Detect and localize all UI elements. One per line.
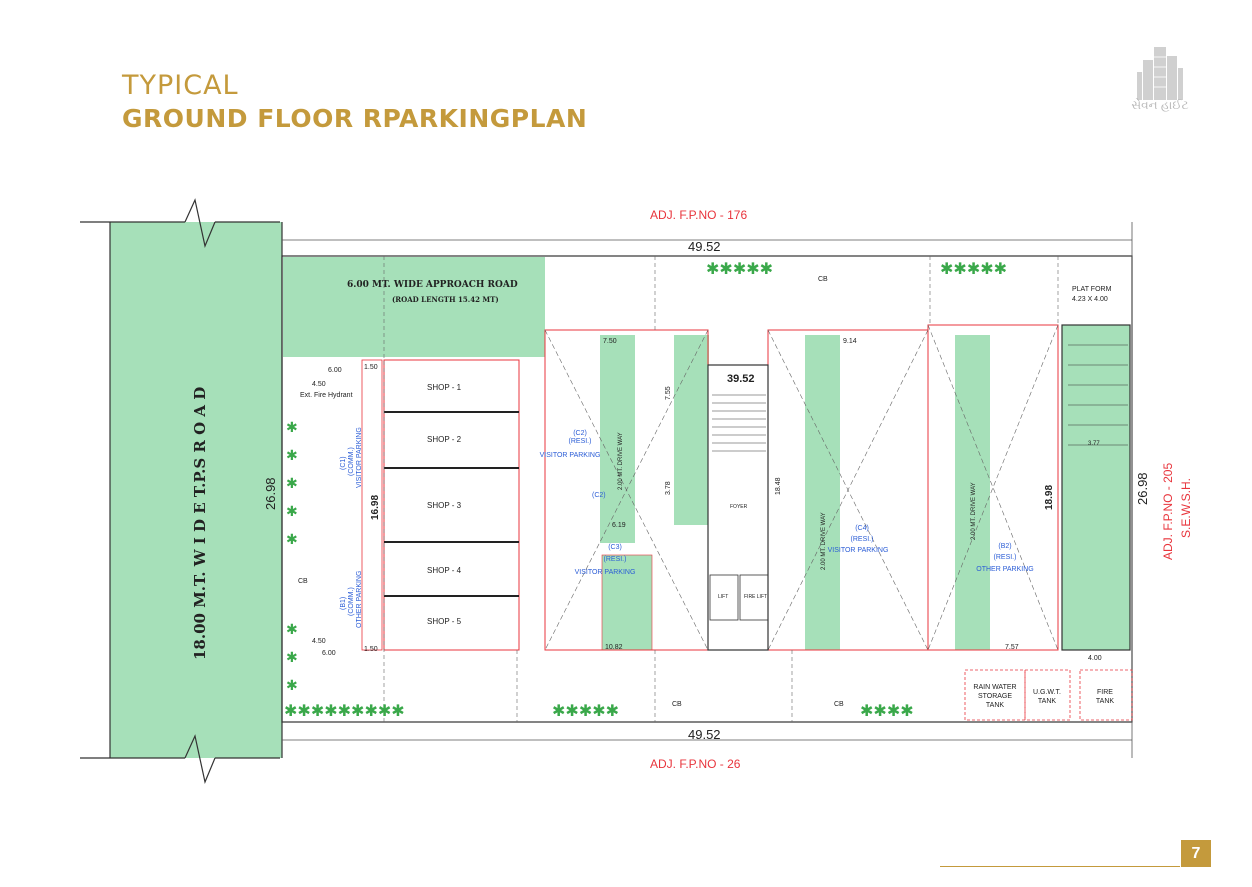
ramp-block	[1061, 324, 1131, 651]
footer-line	[940, 866, 1180, 867]
dim-150-bot: 1.50	[364, 646, 378, 653]
c2-label: (C2)(RESI.)VISITOR PARKING	[540, 430, 601, 459]
platform-label: PLAT FORM	[1072, 286, 1112, 293]
dim-450-bot: 4.50	[312, 638, 326, 645]
platform-size: 4.23 X 4.00	[1072, 296, 1108, 303]
logo-text: સેવન હાઈટ	[1131, 98, 1189, 112]
approach-road-label: 6.00 MT. WIDE APPROACH ROAD	[347, 280, 518, 290]
svg-text:✱: ✱	[286, 531, 298, 547]
dim-bottom: 49.52	[688, 727, 721, 742]
svg-text:✱: ✱	[286, 677, 298, 693]
shop-5: SHOP - 5	[427, 617, 462, 626]
fire-lift-label: FIRE LIFT	[744, 594, 767, 600]
svg-text:✱: ✱	[286, 419, 298, 435]
dim-1898: 18.98	[1044, 485, 1055, 510]
trees: ✱✱✱✱✱ ✱✱✱✱✱ ✱✱✱✱✱✱✱✱✱ ✱✱✱✱✱ ✱✱✱✱ ✱✱ ✱✱ ✱…	[284, 261, 1007, 720]
approach-road-length: (ROAD LENGTH 15.42 MT)	[392, 295, 499, 304]
adj-right-sublabel: S.E.W.S.H.	[1179, 478, 1193, 538]
c3-transfer-bay	[601, 554, 653, 651]
dim-1848: 18.48	[775, 477, 782, 495]
ramp-strip	[674, 335, 709, 525]
dim-150-top: 1.50	[364, 364, 378, 371]
dim-757: 7.57	[1005, 644, 1019, 651]
fire-hydrant-label: Ext. Fire Hydrant	[300, 392, 353, 399]
road-strip	[110, 222, 282, 758]
dim-377: 3.77	[1088, 441, 1100, 447]
dim-750: 7.50	[603, 338, 617, 345]
dim-400-bottom: 4.00	[1088, 655, 1102, 662]
approach-road	[283, 257, 545, 357]
svg-text:✱: ✱	[286, 621, 298, 637]
shop-4: SHOP - 4	[427, 566, 462, 575]
page-number: 7	[1181, 840, 1211, 867]
c2-short: (C2)	[592, 492, 606, 499]
adj-top-label: ADJ. F.P.NO - 176	[650, 208, 747, 222]
svg-text:✱✱✱✱✱✱✱✱✱: ✱✱✱✱✱✱✱✱✱	[284, 703, 405, 720]
dim-600-bot: 6.00	[322, 650, 336, 657]
dim-755: 7.55	[665, 386, 672, 400]
cb-top: CB	[818, 276, 828, 283]
dim-914: 9.14	[843, 338, 857, 345]
dim-1082: 10.82	[605, 644, 623, 651]
building-logo-icon	[1137, 47, 1183, 100]
road-label: 18.00 M.T. W I D E T.P.S R O A D	[191, 387, 209, 660]
dim-450-top: 4.50	[312, 381, 326, 388]
dim-1698: 16.98	[370, 495, 381, 520]
cb-bot-1: CB	[672, 701, 682, 708]
dim-619: 6.19	[612, 522, 626, 529]
shop-1: SHOP - 1	[427, 383, 462, 392]
ugwt-tank-label: U.G.W.T.TANK	[1033, 689, 1061, 705]
adj-bottom-label: ADJ. F.P.NO - 26	[650, 757, 741, 771]
svg-text:✱: ✱	[286, 447, 298, 463]
title-line-2: GROUND FLOOR RPARKINGPLAN	[122, 104, 588, 133]
shop-3: SHOP - 3	[427, 501, 462, 510]
foyer-label: FOYER	[730, 504, 748, 510]
b2-label: (B2)(RESI.)OTHER PARKING	[976, 543, 1033, 573]
svg-text:✱✱✱✱: ✱✱✱✱	[860, 703, 914, 720]
dim-left: 26.98	[263, 477, 278, 510]
driveway-c2	[600, 335, 635, 543]
svg-text:✱✱✱✱✱: ✱✱✱✱✱	[940, 261, 1007, 278]
c3-label: (C3)(RESI.)VISITOR PARKING	[575, 544, 636, 576]
title-line-1: TYPICAL	[122, 70, 239, 101]
c1-label: (C1)(COMM.)VISITOR PARKING	[340, 427, 363, 488]
svg-text:✱: ✱	[286, 475, 298, 491]
dim-600-top: 6.00	[328, 367, 342, 374]
c4-label: (C4)(RESI.)VISITOR PARKING	[828, 525, 889, 554]
driveway-c4-label: 2.00 MT. DRIVE WAY	[821, 512, 827, 570]
svg-text:✱: ✱	[286, 649, 298, 665]
dim-right: 26.98	[1135, 472, 1150, 505]
lift-label: LIFT	[718, 594, 728, 600]
dim-378: 3.78	[665, 481, 672, 495]
svg-text:✱✱✱✱✱: ✱✱✱✱✱	[706, 261, 773, 278]
svg-text:✱: ✱	[286, 503, 298, 519]
driveway-c2-label: 2.00 MT. DRIVE WAY	[618, 432, 624, 490]
cb-left: CB	[298, 578, 308, 585]
shop-2: SHOP - 2	[427, 435, 462, 444]
cb-bot-2: CB	[834, 701, 844, 708]
driveway-c4	[805, 335, 840, 650]
core-dim: 39.52	[727, 373, 755, 385]
driveway-b2-label: 2.00 MT. DRIVE WAY	[971, 482, 977, 540]
svg-text:✱✱✱✱✱: ✱✱✱✱✱	[552, 703, 619, 720]
dim-top: 49.52	[688, 239, 721, 254]
b1-label: (B1)(COMM.)OTHER PARKING	[340, 571, 363, 628]
adj-right-label: ADJ. F.P.NO - 205	[1161, 463, 1175, 560]
driveway-b2	[955, 335, 990, 650]
